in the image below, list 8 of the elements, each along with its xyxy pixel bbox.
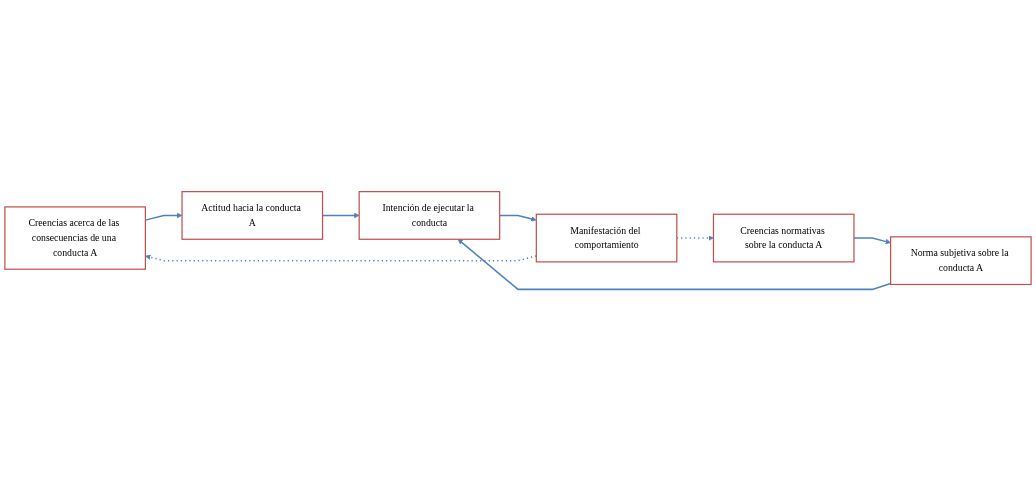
- node-box: Norma subjetiva sobre la conducta A: [890, 236, 1032, 286]
- node-box: Intención de ejecutar la conducta: [358, 191, 501, 240]
- arrow: [853, 237, 891, 245]
- node-box: Manifestación del comportamiento: [535, 213, 678, 263]
- node-box: Creencias acerca de las consecuencias de una conducta A: [4, 206, 146, 270]
- node-box: Creencias normativas sobre la conducta A: [712, 213, 855, 263]
- arrow: [457, 239, 892, 291]
- node-box: Actitud hacia la conducta A: [181, 191, 324, 240]
